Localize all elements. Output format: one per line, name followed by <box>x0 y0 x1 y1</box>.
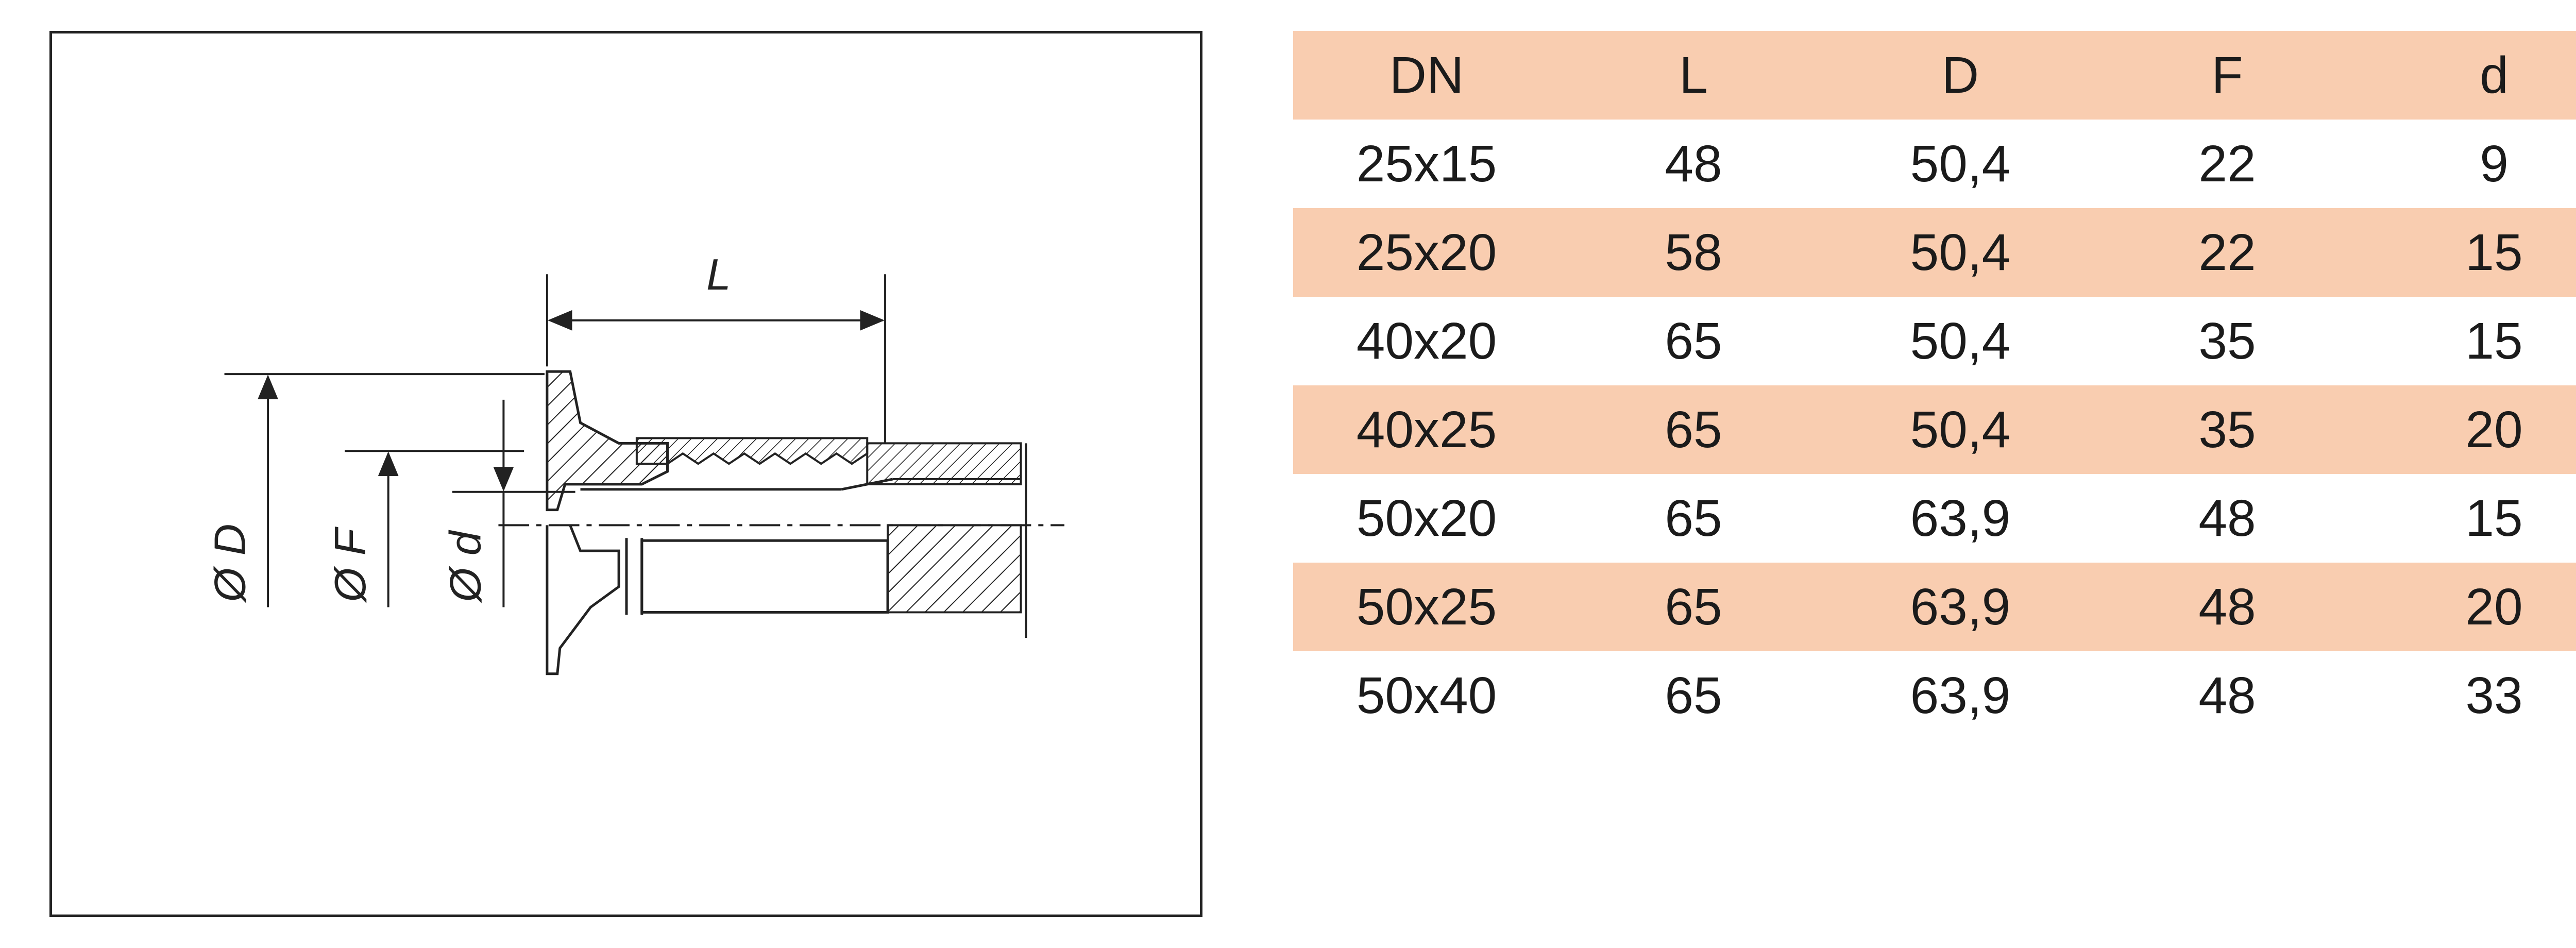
cell-dn: 40x25 <box>1293 385 1560 474</box>
hose-wall-lower-hatched <box>887 524 1022 614</box>
cell-d-outer: 63,9 <box>1827 651 2094 740</box>
bore-step-line <box>841 478 893 491</box>
cell-l: 65 <box>1560 651 1827 740</box>
tail-body <box>640 539 889 614</box>
table-row: 50x40 65 63,9 48 33 <box>1293 651 2576 740</box>
cell-f: 48 <box>2094 474 2361 563</box>
table-row: 50x25 65 63,9 48 20 <box>1293 563 2576 651</box>
cell-d-bore: 20 <box>2361 385 2576 474</box>
cell-d-outer: 50,4 <box>1827 297 2094 385</box>
dim-D-label: Ø D <box>206 524 255 604</box>
cell-d-outer: 63,9 <box>1827 474 2094 563</box>
column-header-d-bore: d <box>2361 31 2576 120</box>
cell-d-outer: 50,4 <box>1827 120 2094 208</box>
hose-fitting-drawing: L Ø D Ø F Ø d <box>206 250 1065 675</box>
table-row: 25x20 58 50,4 22 15 <box>1293 208 2576 297</box>
cell-l: 48 <box>1560 120 1827 208</box>
cell-dn: 50x25 <box>1293 563 1560 651</box>
flange-section-hatched <box>546 370 669 512</box>
technical-drawing-frame: L Ø D Ø F Ø d <box>49 31 1202 917</box>
table-row: 25x15 48 50,4 22 9 <box>1293 120 2576 208</box>
dim-L-label: L <box>706 250 731 299</box>
cell-d-bore: 33 <box>2361 651 2576 740</box>
cell-dn: 40x20 <box>1293 297 1560 385</box>
cell-f: 48 <box>2094 651 2361 740</box>
column-header-f: F <box>2094 31 2361 120</box>
dim-F-label: Ø F <box>326 526 375 603</box>
cell-f: 35 <box>2094 297 2361 385</box>
cell-d-bore: 20 <box>2361 563 2576 651</box>
cell-f: 22 <box>2094 208 2361 297</box>
cell-l: 58 <box>1560 208 1827 297</box>
cell-dn: 50x40 <box>1293 651 1560 740</box>
column-header-d-outer: D <box>1827 31 2094 120</box>
cell-d-bore: 15 <box>2361 297 2576 385</box>
cell-l: 65 <box>1560 474 1827 563</box>
cell-d-bore: 15 <box>2361 474 2576 563</box>
table-row: 40x20 65 50,4 35 15 <box>1293 297 2576 385</box>
table-row: 50x20 65 63,9 48 15 <box>1293 474 2576 563</box>
cell-d-bore: 15 <box>2361 208 2576 297</box>
column-header-l: L <box>1560 31 1827 120</box>
cell-d-outer: 63,9 <box>1827 563 2094 651</box>
flange-lower-outline <box>546 524 620 675</box>
cell-d-outer: 50,4 <box>1827 208 2094 297</box>
cell-dn: 50x20 <box>1293 474 1560 563</box>
cell-d-outer: 50,4 <box>1827 385 2094 474</box>
cell-f: 35 <box>2094 385 2361 474</box>
insert-serration-hatched <box>635 437 869 465</box>
cell-d-bore: 9 <box>2361 120 2576 208</box>
cell-l: 65 <box>1560 297 1827 385</box>
cell-l: 65 <box>1560 563 1827 651</box>
column-header-dn: DN <box>1293 31 1560 120</box>
cell-f: 22 <box>2094 120 2361 208</box>
cell-f: 48 <box>2094 563 2361 651</box>
cell-l: 65 <box>1560 385 1827 474</box>
cell-dn: 25x20 <box>1293 208 1560 297</box>
hose-wall-top-hatched <box>866 442 1022 485</box>
table-header-row: DN L D F d <box>1293 31 2576 120</box>
table-row: 40x25 65 50,4 35 20 <box>1293 385 2576 474</box>
dim-d-label: Ø d <box>442 530 490 603</box>
dimensions-table: DN L D F d 25x15 48 50,4 22 9 25x20 58 5… <box>1293 31 2576 740</box>
cell-dn: 25x15 <box>1293 120 1560 208</box>
